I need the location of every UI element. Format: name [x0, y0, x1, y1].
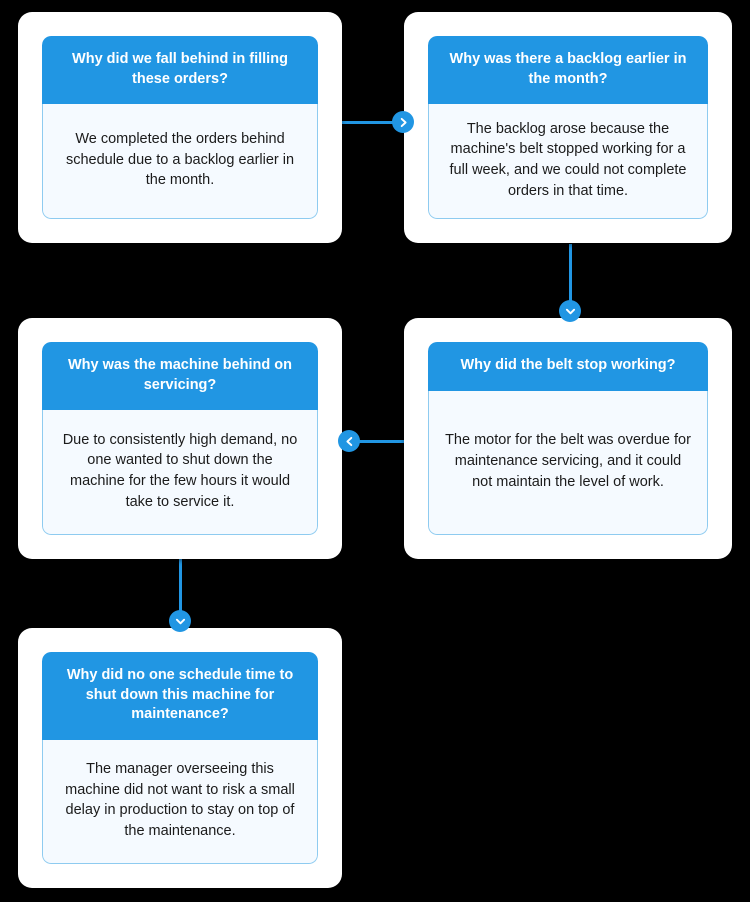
- chevron-right-icon: [398, 117, 409, 128]
- connector-badge-why1-why2[interactable]: [392, 111, 414, 133]
- why-card-4-panel: Why was the machine behind on servicing?…: [42, 342, 318, 535]
- connector-badge-why2-why3[interactable]: [559, 300, 581, 322]
- why-card-3[interactable]: Why did the belt stop working? The motor…: [404, 318, 732, 559]
- why-card-4[interactable]: Why was the machine behind on servicing?…: [18, 318, 342, 559]
- connector-line-why4-why5: [179, 557, 182, 625]
- why-card-1-panel: Why did we fall behind in filling these …: [42, 36, 318, 219]
- connector-line-why3-why4: [344, 440, 410, 443]
- why-card-2-panel: Why was there a backlog earlier in the m…: [428, 36, 708, 219]
- why-card-5[interactable]: Why did no one schedule time to shut dow…: [18, 628, 342, 888]
- why-card-2-answer: The backlog arose because the machine's …: [428, 104, 708, 219]
- connector-badge-why3-why4[interactable]: [338, 430, 360, 452]
- chevron-down-icon: [565, 306, 576, 317]
- connector-badge-why4-why5[interactable]: [169, 610, 191, 632]
- why-card-3-question: Why did the belt stop working?: [428, 342, 708, 391]
- why-card-5-panel: Why did no one schedule time to shut dow…: [42, 652, 318, 864]
- why-card-1[interactable]: Why did we fall behind in filling these …: [18, 12, 342, 243]
- chevron-left-icon: [344, 436, 355, 447]
- connector-line-why1-why2: [336, 121, 406, 124]
- why-card-2[interactable]: Why was there a backlog earlier in the m…: [404, 12, 732, 243]
- why-card-4-answer: Due to consistently high demand, no one …: [42, 410, 318, 535]
- chevron-down-icon: [175, 616, 186, 627]
- why-card-3-panel: Why did the belt stop working? The motor…: [428, 342, 708, 535]
- why-card-4-question: Why was the machine behind on servicing?: [42, 342, 318, 411]
- why-card-2-question: Why was there a backlog earlier in the m…: [428, 36, 708, 105]
- why-card-1-answer: We completed the orders behind schedule …: [42, 104, 318, 219]
- why-card-3-answer: The motor for the belt was overdue for m…: [428, 390, 708, 535]
- why-card-5-question: Why did no one schedule time to shut dow…: [42, 652, 318, 740]
- why-card-1-question: Why did we fall behind in filling these …: [42, 36, 318, 105]
- why-card-5-answer: The manager overseeing this machine did …: [42, 739, 318, 864]
- connector-line-why2-why3: [569, 244, 572, 314]
